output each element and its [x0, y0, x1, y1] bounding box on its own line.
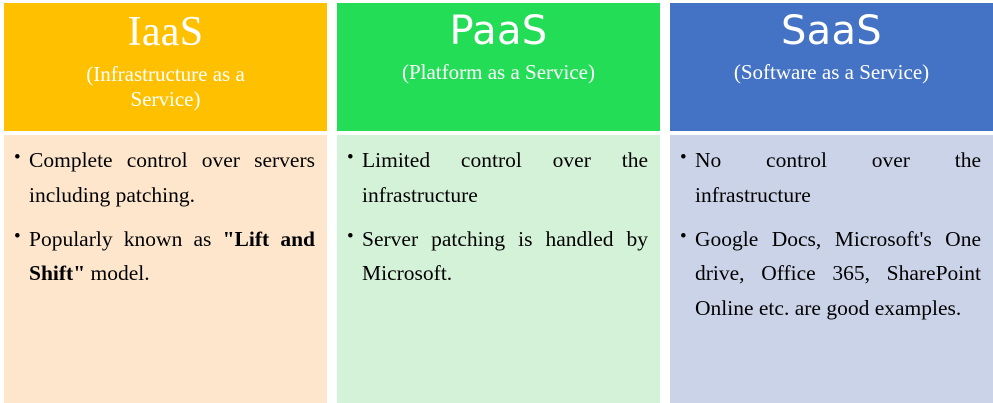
bullet-text: Google Docs, Microsoft's One drive, Offi…: [695, 226, 981, 321]
subtitle-iaas: (Infrastructure as a Service): [86, 62, 245, 111]
bullet-text: Server patching is handled by Microsoft.: [362, 226, 648, 286]
bullet-text: Limited control over the infrastructure: [362, 148, 648, 207]
title-saas: SaaS: [780, 8, 882, 54]
list-item: Popularly known as "Lift and Shift" mode…: [12, 222, 315, 292]
list-item: Google Docs, Microsoft's One drive, Offi…: [678, 222, 981, 326]
column-iaas: IaaS (Infrastructure as a Service) Compl…: [4, 3, 327, 403]
header-saas: SaaS (Software as a Service): [670, 3, 993, 131]
body-saas: No control over the infrastructure Googl…: [670, 135, 993, 403]
bullet-list-iaas: Complete control over servers including …: [12, 143, 315, 291]
bullet-list-paas: Limited control over the infrastructure …: [345, 143, 648, 291]
list-item: Limited control over the infrastructure: [345, 143, 648, 213]
header-iaas: IaaS (Infrastructure as a Service): [4, 3, 327, 131]
subtitle-paas: (Platform as a Service): [401, 59, 595, 84]
column-paas: PaaS (Platform as a Service) Limited con…: [337, 3, 660, 403]
list-item: Complete control over servers including …: [12, 143, 315, 213]
body-paas: Limited control over the infrastructure …: [337, 135, 660, 403]
bullet-text: No control over the infrastructure: [695, 148, 981, 207]
body-iaas: Complete control over servers including …: [4, 135, 327, 403]
subtitle-saas: (Software as a Service): [733, 59, 930, 84]
bullet-text-emphasis: "Lift and Shift": [29, 226, 316, 286]
list-item: Server patching is handled by Microsoft.: [345, 222, 648, 292]
bullet-text: Popularly known as: [29, 226, 223, 251]
title-paas: PaaS: [449, 8, 548, 54]
bullet-text: Complete control over servers including …: [29, 148, 315, 207]
header-paas: PaaS (Platform as a Service): [337, 3, 660, 131]
bullet-list-saas: No control over the infrastructure Googl…: [678, 143, 981, 326]
column-saas: SaaS (Software as a Service) No control …: [670, 3, 993, 403]
bullet-text-tail: model.: [85, 261, 150, 286]
list-item: No control over the infrastructure: [678, 143, 981, 213]
title-iaas: IaaS: [127, 9, 204, 55]
